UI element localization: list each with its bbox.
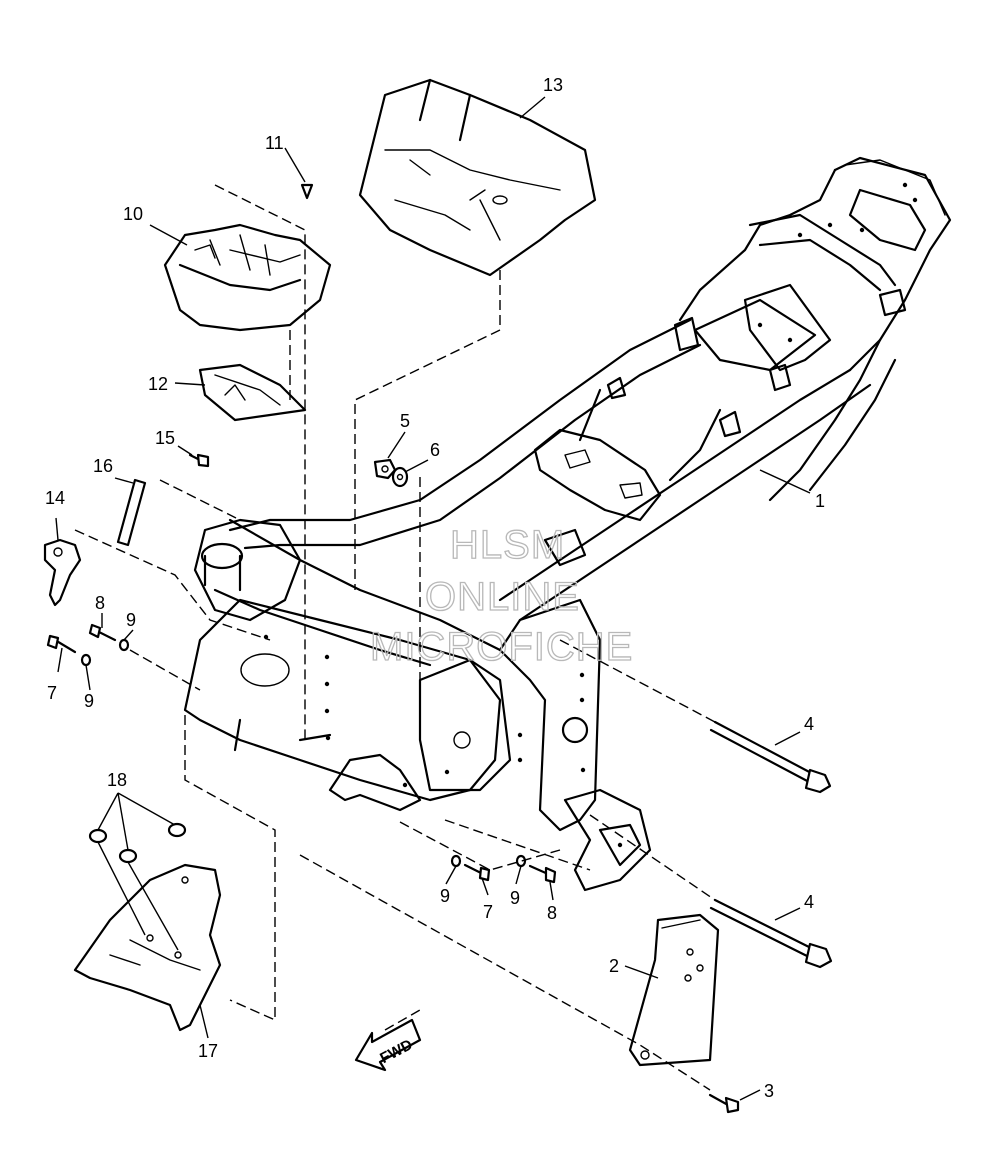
callout-6: 6: [430, 440, 440, 460]
callout-17: 17: [198, 1041, 218, 1061]
callout-8-left: 8: [95, 593, 105, 613]
plate-12: [198, 363, 307, 422]
callout-1: 1: [815, 491, 825, 511]
guard-17: [73, 863, 222, 1032]
bolts-washers-lower: [450, 854, 557, 884]
callout-4-lower: 4: [804, 892, 814, 912]
callout-8-lower: 8: [547, 903, 557, 923]
watermark-line3: MICROFICHE: [370, 625, 633, 669]
callout-9-b: 9: [84, 691, 94, 711]
callout-12: 12: [148, 374, 168, 394]
bolt-15: [188, 453, 210, 468]
watermark-line2: ONLINE: [425, 575, 580, 619]
grommets-18: [88, 822, 187, 864]
callout-10: 10: [123, 204, 143, 224]
callout-9-c: 9: [440, 886, 450, 906]
callout-5: 5: [400, 411, 410, 431]
callout-4-upper: 4: [804, 714, 814, 734]
callout-9-a: 9: [126, 610, 136, 630]
callout-7-left: 7: [47, 683, 57, 703]
cover-10: [163, 223, 332, 332]
callout-14: 14: [45, 488, 65, 508]
callout-18: 18: [107, 770, 127, 790]
callout-16: 16: [93, 456, 113, 476]
callout-11: 11: [265, 133, 284, 153]
callout-15: 15: [155, 428, 175, 448]
callout-9-d: 9: [510, 888, 520, 908]
callout-2: 2: [609, 956, 619, 976]
long-bolt-upper: [709, 720, 832, 794]
screw-11: [300, 183, 314, 200]
nut-5: [373, 458, 397, 480]
callout-13: 13: [543, 75, 563, 95]
assembly-lines: [74, 184, 716, 1091]
main-frame: [183, 156, 952, 892]
watermark: HLSM ONLINE MICROFICHE: [369, 522, 633, 669]
long-bolt-lower: [709, 898, 833, 969]
washer-6: [391, 466, 409, 488]
bracket-14: [43, 538, 82, 607]
leader-lines: [55, 96, 811, 1101]
bolts-washers-left: [46, 623, 130, 667]
watermark-line1: HLSM: [450, 523, 565, 567]
callout-3: 3: [764, 1081, 774, 1101]
bolt-3: [708, 1093, 740, 1114]
strip-16: [116, 478, 147, 547]
cover-13: [358, 78, 597, 277]
engine-bracket: [628, 913, 720, 1067]
callout-numbers: 1 2 3 4 4 5 6 7 7 8 8 9 9 9 9 10 11 12 1…: [45, 75, 825, 1101]
callout-7-lower: 7: [483, 902, 493, 922]
